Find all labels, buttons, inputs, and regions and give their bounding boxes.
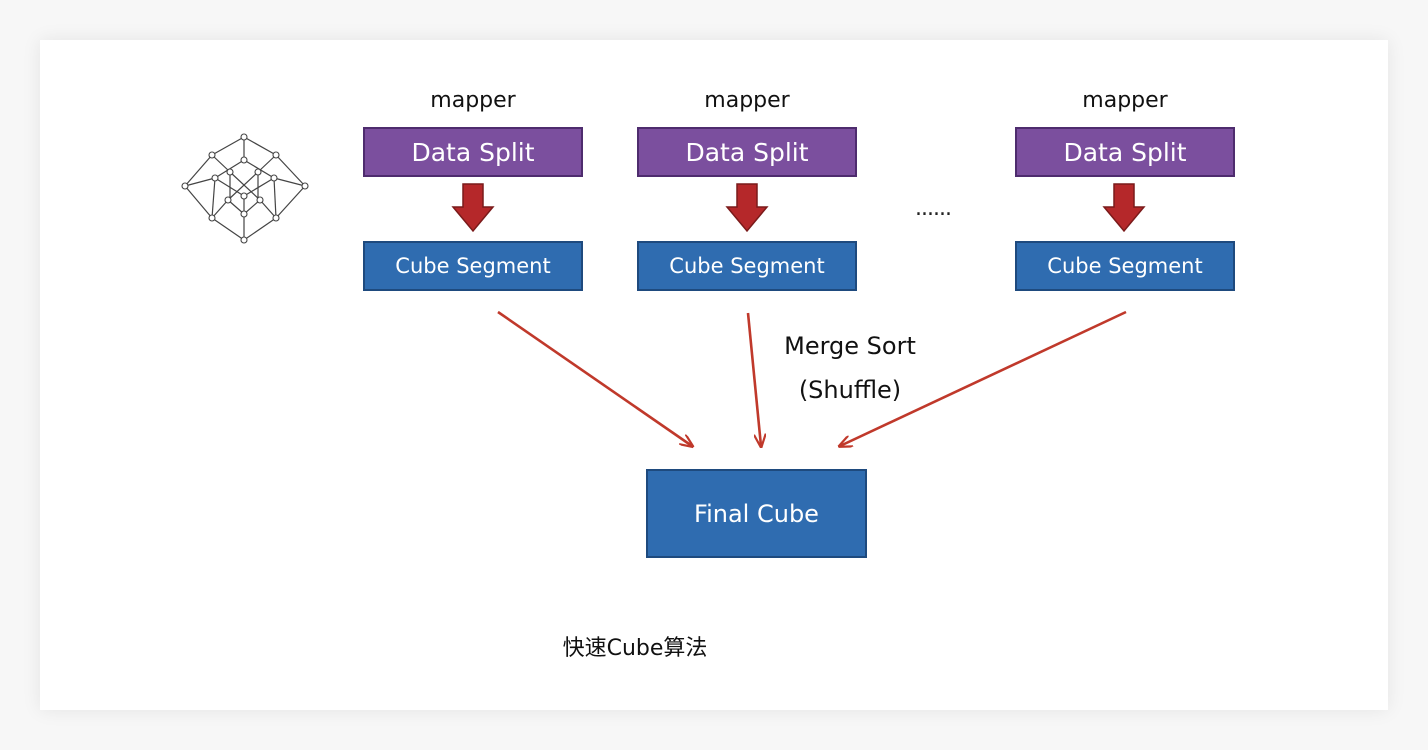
merge-arrow-right — [840, 310, 1127, 446]
cube-segment-box-3: Cube Segment — [1015, 241, 1235, 291]
cube-segment-box-1: Cube Segment — [363, 241, 583, 291]
merge-sort-line2: (Shuffle) — [798, 376, 902, 404]
block-arrow-3 — [1102, 183, 1146, 233]
block-arrow-1 — [451, 183, 495, 233]
figure-caption: 快速Cube算法 — [562, 636, 708, 661]
cube-segment-box-2: Cube Segment — [637, 241, 857, 291]
merge-arrow-left — [497, 310, 692, 446]
block-arrow-2 — [725, 183, 769, 233]
merge-arrow-center — [746, 312, 761, 446]
data-split-box-1: Data Split — [363, 127, 583, 177]
data-split-box-3: Data Split — [1015, 127, 1235, 177]
mapper-label-3: mapper — [1082, 88, 1168, 113]
lattice-cube-icon — [181, 133, 309, 244]
merge-sort-label: Merge Sort (Shuffle) — [760, 324, 940, 412]
mapper-label-2: mapper — [704, 88, 790, 113]
merge-sort-line1: Merge Sort — [784, 332, 916, 360]
ellipsis: ...... — [915, 196, 952, 221]
data-split-box-2: Data Split — [637, 127, 857, 177]
final-cube-box: Final Cube — [646, 469, 867, 558]
mapper-label-1: mapper — [430, 88, 516, 113]
